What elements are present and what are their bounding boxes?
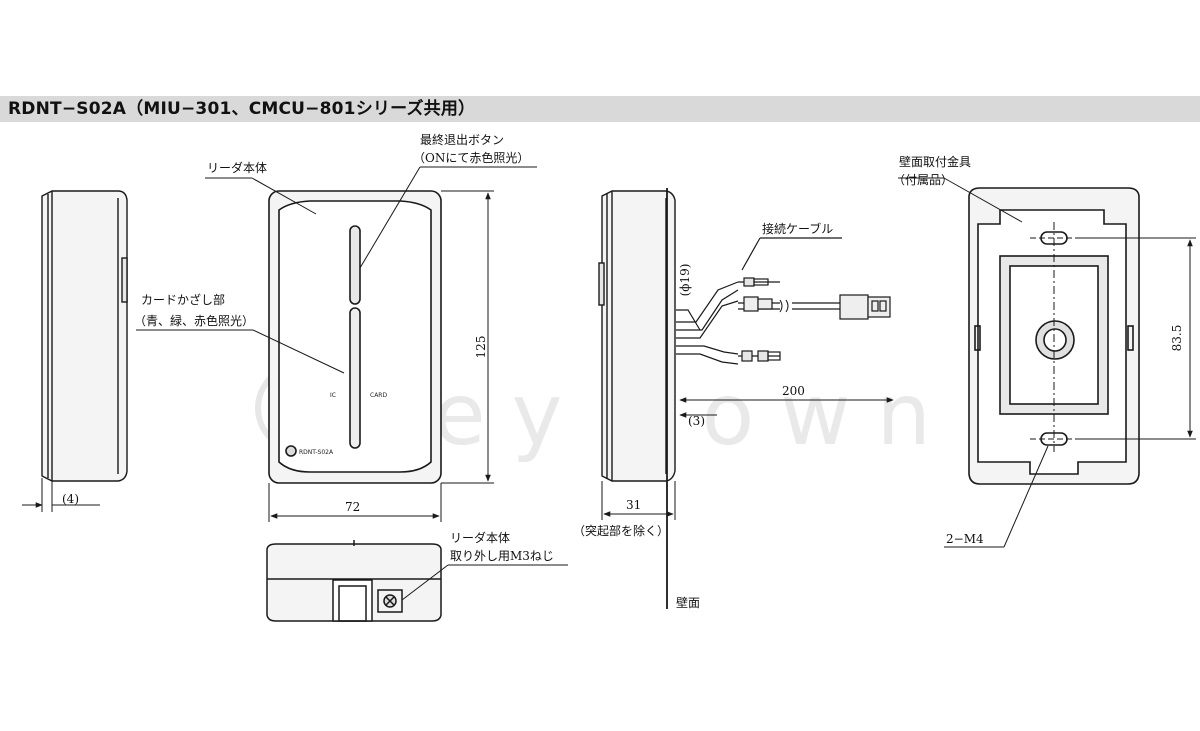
height-dimension: 125 [474,336,488,359]
cable-label: 接続ケーブル [762,221,833,236]
exit-button-sub-label: （ONにて赤色照光） [413,151,529,165]
depth-dimension: 31 [626,498,641,512]
card-marking: CARD [370,392,387,399]
page-title: RDNT−S02A（MIU−301、CMCU−801シリーズ共用） [8,99,476,119]
side-view-right [598,188,894,609]
front-leaders [136,166,537,374]
reader-body-label: リーダ本体 [207,160,267,175]
rear-view [968,187,1140,485]
card-area-label: カードかざし部 [141,292,225,307]
screw-label: リーダ本体 [450,530,510,545]
crimp-terminals-top [738,277,780,287]
front-view [268,190,494,522]
screw-leader [401,564,568,601]
width-dimension: 72 [345,500,360,514]
hole-pitch-dimension: 83.5 [1170,325,1184,352]
model-marking: RDNT-S02A [299,449,334,456]
card-area-sub-label: （青、緑、赤色照光） [134,313,254,328]
cable-diameter-dimension: (ϕ19) [678,264,692,297]
exit-button-label: 最終退出ボタン [420,132,504,147]
bottom-view [266,540,442,622]
bracket-sub-label: （付属品） [893,173,953,187]
rear-dims [898,177,1196,548]
edge-dimension: (4) [62,492,79,506]
ic-marking: IC [330,392,336,399]
side-view-left [22,190,128,512]
wall-label: 壁面 [676,595,700,610]
excluding-protrusion-label: （突起部を除く） [573,523,669,538]
connection-cable [676,237,891,365]
offset-dimension: (3) [688,414,705,428]
cable-length-dimension: 200 [782,384,805,398]
title-bar: RDNT−S02A（MIU−301、CMCU−801シリーズ共用） [0,96,1200,122]
m4-label: 2−M4 [946,532,984,546]
screw-sub-label: 取り外し用M3ねじ [450,549,554,563]
bracket-label: 壁面取付金具 [899,154,971,169]
crimp-terminals-bottom [738,350,781,362]
